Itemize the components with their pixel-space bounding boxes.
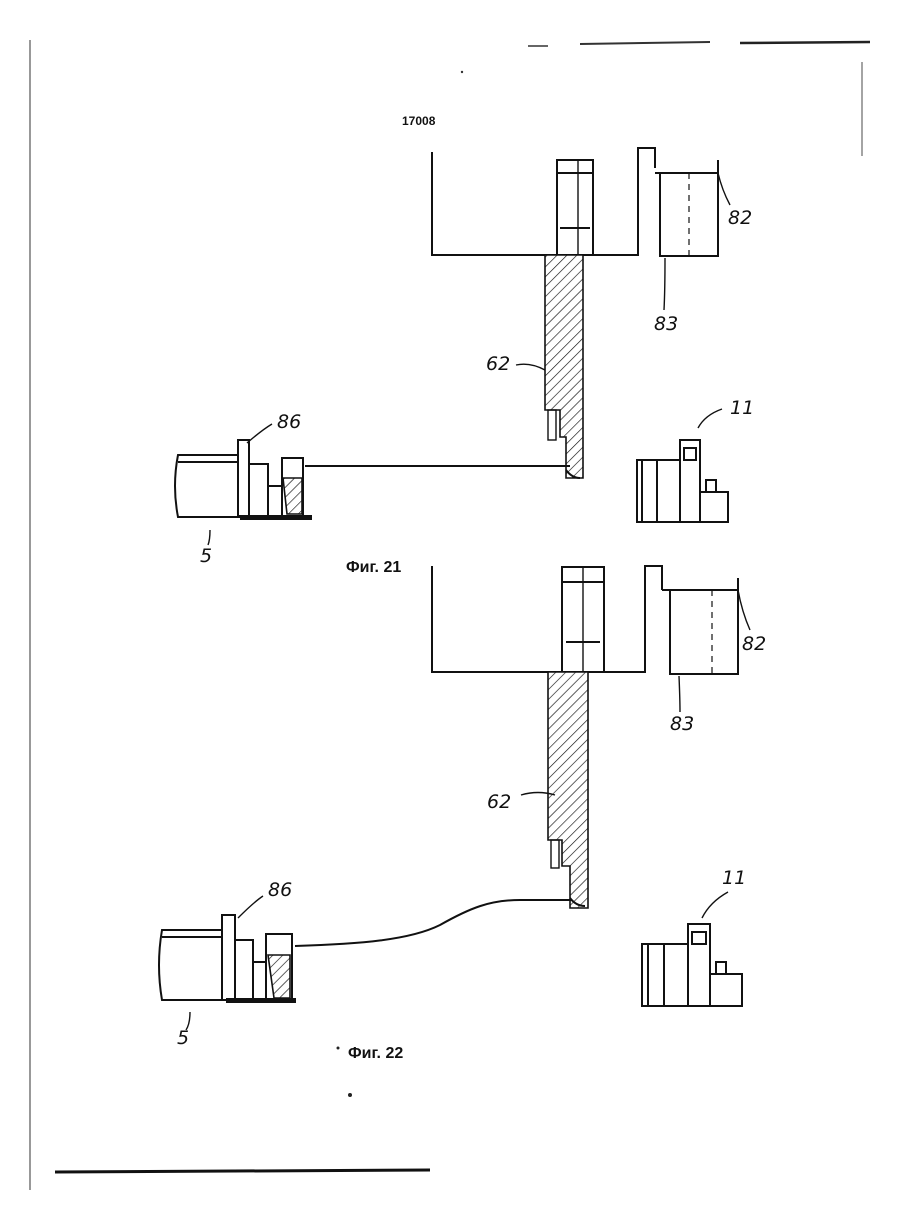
fig21-label-82: 82: [728, 207, 752, 229]
figure-21: 82 83 62 86 5 11 Фиг. 21: [175, 148, 754, 576]
fig21-label-11: 11: [730, 397, 754, 419]
fig21-drum-5: [175, 455, 238, 517]
fig21-blade-notch: [548, 410, 556, 440]
fig22-label-11: 11: [722, 867, 746, 889]
fig22-gripper-jaw: [268, 955, 290, 998]
fig22-clamp-body: [235, 940, 253, 1000]
fig22-press-body: [432, 566, 662, 672]
fig21-label-86: 86: [277, 411, 301, 433]
fig22-label-82: 82: [742, 633, 766, 655]
figure-22: 82 83 62 86 5 11 Фиг. 22: [159, 566, 766, 1062]
fig21-holder-82: [655, 160, 718, 173]
fig21-clamp-body: [249, 464, 268, 516]
fig22-clamp-step: [253, 962, 266, 1000]
fig21-blade-guide: [557, 160, 593, 255]
fig22-blade-62: [548, 672, 588, 908]
fig22-label-86: 86: [268, 879, 292, 901]
fig21-blade-62: [545, 255, 583, 478]
fig21-clamp-86: [238, 440, 249, 516]
fig22-caption: Фиг. 22: [348, 1045, 403, 1062]
fig22-wire: [295, 900, 572, 946]
fig22-drum-5: [159, 930, 222, 1000]
fig21-label-83: 83: [654, 313, 678, 335]
fig22-label-83: 83: [670, 713, 694, 735]
fig22-clamp-86: [222, 915, 235, 1000]
fig22-holder-82: [662, 578, 738, 590]
fig21-label-62: 62: [486, 353, 510, 375]
fig21-caption: Фиг. 21: [346, 559, 401, 576]
fig22-connector-11: [642, 924, 742, 1006]
fig21-press-body: [432, 148, 655, 255]
document-number: 17008: [402, 114, 436, 128]
fig21-label-5: 5: [200, 545, 212, 567]
fig21-base: [240, 515, 312, 520]
fig22-label-62: 62: [487, 791, 511, 813]
fig22-base: [226, 998, 296, 1003]
fig21-clamp-step: [268, 486, 282, 516]
fig21-gripper-jaw: [283, 478, 302, 514]
fig22-blade-notch: [551, 840, 559, 868]
fig21-connector-11: [637, 440, 728, 522]
fig22-block-83: [670, 590, 738, 674]
fig22-label-5: 5: [177, 1027, 189, 1049]
